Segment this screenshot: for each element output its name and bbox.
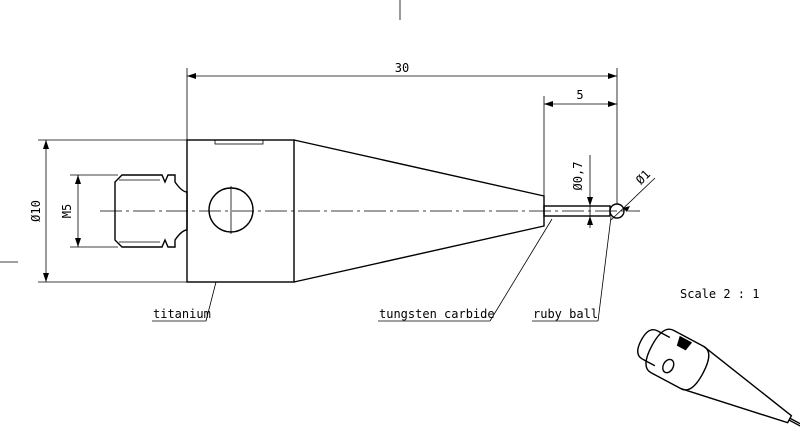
dim-text-body-diameter: Ø10 bbox=[29, 200, 43, 222]
dim-tip-length: 5 bbox=[543, 88, 617, 196]
isometric-view bbox=[637, 328, 800, 432]
leader-ruby-ball: ruby ball bbox=[532, 216, 612, 322]
dim-overall-length: 30 bbox=[186, 61, 618, 204]
dim-text-tip: 5 bbox=[576, 88, 583, 102]
leader-tungsten-carbide: tungsten carbide bbox=[378, 218, 553, 322]
dim-body-diameter: Ø10 bbox=[29, 139, 187, 283]
titanium-body bbox=[186, 139, 295, 283]
dim-ball-diameter: Ø1 bbox=[610, 167, 656, 221]
dim-text-overall: 30 bbox=[395, 61, 409, 75]
dim-thread: M5 bbox=[60, 174, 118, 248]
dim-text-thread: M5 bbox=[60, 204, 74, 218]
leader-titanium: titanium bbox=[152, 281, 217, 322]
label-titanium: titanium bbox=[153, 307, 211, 321]
dim-text-stem-diameter: Ø0,7 bbox=[571, 162, 585, 191]
dim-text-ball-diameter: Ø1 bbox=[633, 167, 653, 187]
dim-stem-diameter: Ø0,7 bbox=[571, 155, 593, 228]
label-ruby-ball: ruby ball bbox=[533, 307, 598, 321]
scale-note: Scale 2 : 1 bbox=[680, 287, 759, 301]
label-tungsten-carbide: tungsten carbide bbox=[379, 307, 495, 321]
